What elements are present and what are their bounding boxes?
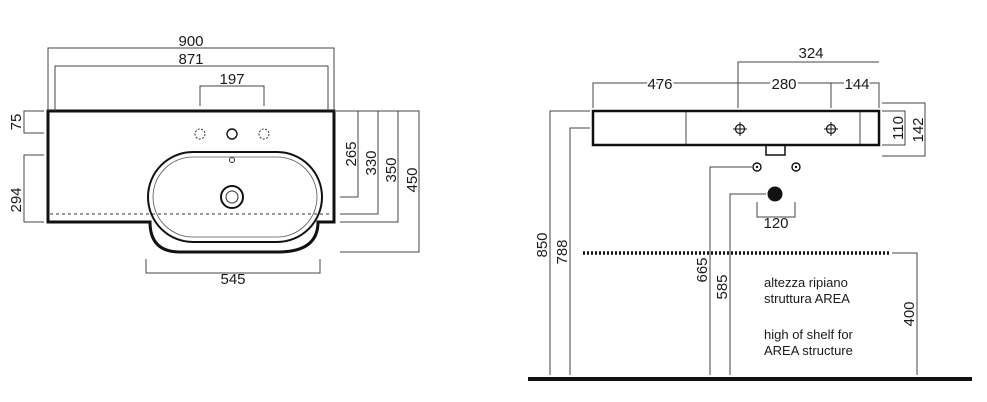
elevation-view: 120 324 476 280 144 110 142 400 850 788 … bbox=[528, 45, 972, 381]
waste-spigot bbox=[765, 145, 786, 156]
dim-right-offset: 144 bbox=[844, 76, 869, 93]
tap-hole-right-icon bbox=[258, 128, 270, 140]
bowl-inner bbox=[152, 156, 318, 238]
dim-waste-height: 665 bbox=[694, 257, 711, 282]
basin-front bbox=[591, 109, 881, 147]
drain-icon bbox=[220, 185, 244, 209]
drain-inner-icon bbox=[225, 190, 239, 204]
dim-shelf-height: 400 bbox=[901, 301, 918, 326]
dim-top-height: 850 bbox=[534, 232, 551, 257]
dim-trap-height: 585 bbox=[714, 274, 731, 299]
dim-overall-width: 900 bbox=[178, 33, 203, 50]
dim-overall-depth: 450 bbox=[404, 167, 421, 192]
dim-depth-c: 350 bbox=[383, 157, 400, 182]
plan-view: 900 871 197 75 294 545 265 330 350 450 bbox=[8, 33, 421, 288]
note-en-line2: AREA structure bbox=[764, 343, 853, 358]
basin-outline bbox=[46, 109, 336, 254]
bowl-outline bbox=[147, 151, 323, 243]
tap-hole-left-icon bbox=[194, 128, 206, 140]
tap-hole-center-icon bbox=[226, 128, 238, 140]
fixing-right-icon bbox=[791, 162, 801, 172]
note-it-line2: struttura AREA bbox=[764, 291, 850, 306]
waste-pipe-icon bbox=[767, 186, 783, 202]
hole-marker-left-icon bbox=[733, 122, 747, 136]
dim-left-offset: 476 bbox=[647, 76, 672, 93]
dim-inner-width: 871 bbox=[178, 51, 203, 68]
dim-body-height: 110 bbox=[890, 116, 907, 140]
dim-depth-b: 330 bbox=[363, 150, 380, 175]
dim-waste-width: 120 bbox=[763, 215, 788, 232]
dim-hole-spacing: 280 bbox=[771, 76, 796, 93]
dim-front-projection: 294 bbox=[8, 187, 25, 212]
dim-total-height: 142 bbox=[910, 117, 927, 142]
note-en-line1: high of shelf for bbox=[764, 327, 854, 342]
dim-underside-height: 788 bbox=[554, 239, 571, 264]
note-it-line1: altezza ripiano bbox=[764, 275, 848, 290]
hole-marker-right-icon bbox=[824, 122, 838, 136]
dim-rail-width: 324 bbox=[798, 45, 823, 62]
dim-depth-a: 265 bbox=[343, 141, 360, 166]
fixing-left-icon bbox=[752, 162, 762, 172]
overflow-icon bbox=[229, 157, 235, 163]
dim-back-depth: 75 bbox=[8, 114, 25, 131]
dim-basin-width: 545 bbox=[220, 271, 245, 288]
dim-tap-spacing: 197 bbox=[219, 71, 244, 88]
